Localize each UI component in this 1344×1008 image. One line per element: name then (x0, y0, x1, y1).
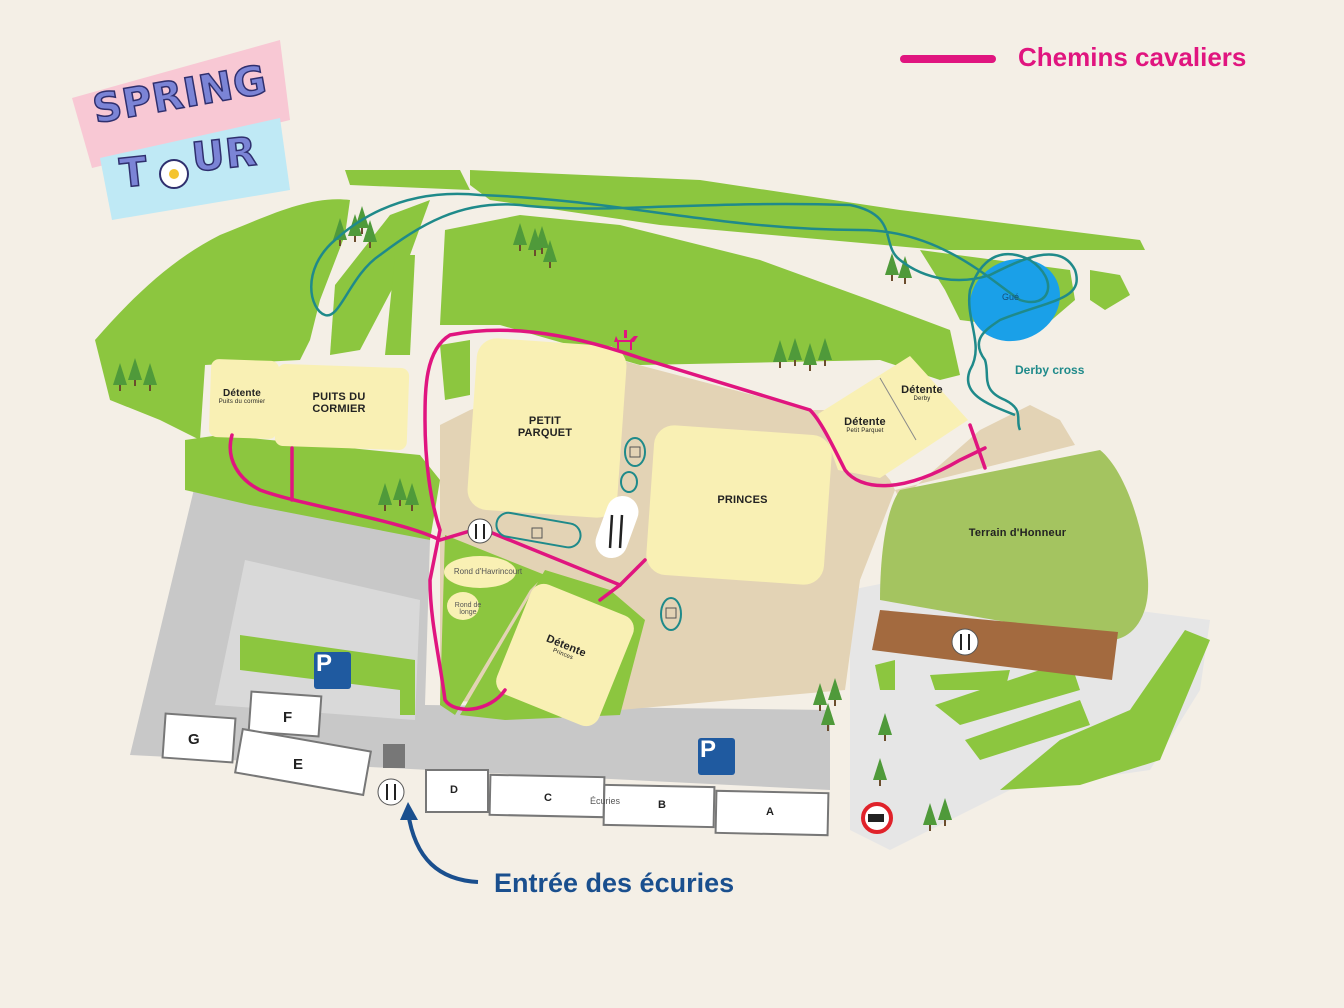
logo-text-t: T (117, 148, 151, 198)
grass-strip-2 (385, 255, 415, 355)
princes-label: PRINCES (717, 494, 768, 506)
grass-right-strip-4 (875, 660, 895, 690)
arena-detente-puits (208, 359, 280, 439)
stables-title: Écuries (590, 796, 621, 806)
restaurant-icon (377, 518, 979, 806)
arena-detente-princes (496, 583, 634, 727)
grass-top-left (95, 199, 350, 440)
detente-puits-label: Détente Puits du cormier (218, 388, 266, 405)
rider-paths (228, 328, 987, 711)
legend-path-swatch (900, 55, 996, 63)
grass-top-strip (345, 170, 470, 190)
arena-puits-du-cormier (274, 363, 410, 451)
building-roof (872, 610, 1118, 680)
detente-petit-parquet-label: Détente Petit Parquet (844, 416, 886, 434)
horse-rider-icon (614, 330, 638, 350)
shopping-bag-icon (495, 437, 682, 631)
legend-label: Chemins cavaliers (1018, 42, 1247, 72)
petit-parquet-label: PETIT PARQUET (517, 415, 573, 439)
grass-right-strip-2 (965, 700, 1090, 760)
box-e: E (293, 756, 304, 773)
stable-block-a: A (766, 806, 774, 818)
stable-block-b: B (658, 799, 666, 811)
parking-letter: P (316, 650, 333, 677)
box-f: F (283, 709, 293, 726)
puits-du-cormier-label: PUITS DU CORMIER (312, 391, 366, 415)
rond-havrincourt-label: Rond d'Havrincourt (453, 567, 523, 576)
spring-tour-logo (72, 40, 290, 220)
food-stand (595, 495, 639, 559)
arena-petit-parquet (467, 338, 627, 518)
rond-longe-label: Rond de longe (454, 602, 482, 616)
derby-cross-label: Derby cross (1015, 363, 1085, 377)
stable-block-d: D (450, 784, 458, 796)
stables (161, 690, 830, 837)
parking-letter-2: P (700, 736, 717, 763)
box-g: G (188, 731, 200, 748)
detente-derby-label: Détente Derby (901, 384, 943, 402)
logo-text-ur: UR (189, 128, 260, 182)
no-trucks-icon (861, 802, 893, 834)
grass-right-strip-3 (930, 670, 1010, 690)
entrance-label: Entrée des écuries (494, 868, 735, 898)
entrance-arrow (406, 811, 479, 884)
grass-top-band (470, 170, 1145, 250)
terrain-honneur (880, 450, 1149, 640)
rond-havrincourt (444, 556, 516, 588)
rond-de-longe (447, 592, 479, 620)
restaurant-icon-stand (608, 514, 624, 549)
lake-label: Gué (1002, 292, 1020, 302)
grass-right-lower (1000, 630, 1210, 790)
grass-left-mid (185, 435, 440, 540)
grass-right-strip-1 (935, 660, 1080, 725)
derby-cross-trail (310, 192, 1078, 431)
arena-detente-derby-petit-parquet (818, 356, 968, 478)
parking-icon (314, 652, 735, 775)
stable-block-c: C (544, 792, 552, 804)
grass-strip-left (440, 340, 470, 400)
arena-princes (646, 425, 832, 585)
terrain-honneur-label: Terrain d'Honneur (968, 527, 1067, 539)
grass-derby-right (1090, 270, 1130, 310)
